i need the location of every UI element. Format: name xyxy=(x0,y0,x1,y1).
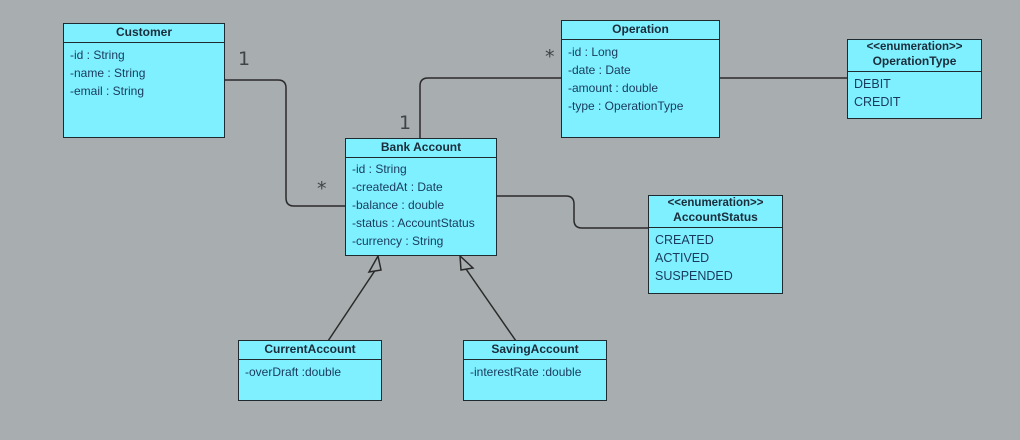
multiplicity-customer: 1 xyxy=(238,48,251,70)
attribute: -amount : double xyxy=(568,81,659,95)
class-operation-attributes: -id : Long -date : Date -amount : double… xyxy=(562,40,719,118)
class-operation-name: Operation xyxy=(562,21,719,40)
class-customer-name: Customer xyxy=(64,24,224,43)
enum-value: ACTIVED xyxy=(655,251,710,265)
attribute: -date : Date xyxy=(568,63,631,77)
enum-operationtype-header: <<enumeration>> OperationType xyxy=(848,40,981,72)
class-savingaccount-attributes: -interestRate :double xyxy=(464,360,606,384)
class-currentaccount-attributes: -overDraft :double xyxy=(239,360,381,384)
enum-value: SUSPENDED xyxy=(655,269,733,283)
class-currentaccount[interactable]: CurrentAccount -overDraft :double xyxy=(238,340,382,401)
attribute: -balance : double xyxy=(352,198,445,212)
enum-stereotype: <<enumeration>> xyxy=(866,41,963,53)
attribute: -overDraft :double xyxy=(245,365,342,379)
association-operation-bankaccount xyxy=(419,77,562,139)
enum-value: CREDIT xyxy=(854,95,901,109)
class-operation[interactable]: Operation -id : Long -date : Date -amoun… xyxy=(561,20,720,138)
attribute: -type : OperationType xyxy=(568,99,684,113)
attribute: -email : String xyxy=(70,84,145,98)
attribute: -name : String xyxy=(70,66,146,80)
enum-accountstatus-name: AccountStatus xyxy=(673,210,758,224)
enum-value: DEBIT xyxy=(854,77,891,91)
generalization-savingaccount-line xyxy=(465,268,517,342)
attribute: -interestRate :double xyxy=(470,365,582,379)
multiplicity-bankaccount-operation: 1 xyxy=(399,112,412,134)
class-bankaccount-name: Bank Account xyxy=(346,139,496,158)
enum-stereotype: <<enumeration>> xyxy=(667,197,764,209)
generalization-currentaccount-line xyxy=(327,268,377,342)
attribute: -createdAt : Date xyxy=(352,180,443,194)
generalization-arrowhead-current xyxy=(367,253,382,273)
enum-value: CREATED xyxy=(655,233,714,247)
class-customer[interactable]: Customer -id : String -name : String -em… xyxy=(63,23,225,138)
class-savingaccount-name: SavingAccount xyxy=(464,341,606,360)
multiplicity-bankaccount-customer: * xyxy=(317,178,327,200)
generalization-arrowhead-saving xyxy=(459,254,475,271)
association-customer-bankaccount xyxy=(224,79,346,207)
class-currentaccount-name: CurrentAccount xyxy=(239,341,381,360)
class-savingaccount[interactable]: SavingAccount -interestRate :double xyxy=(463,340,607,401)
attribute: -id : String xyxy=(352,162,407,176)
class-bankaccount-attributes: -id : String -createdAt : Date -balance … xyxy=(346,158,496,253)
attribute: -currency : String xyxy=(352,234,444,248)
enum-accountstatus-values: CREATED ACTIVED SUSPENDED xyxy=(649,228,782,288)
enum-operationtype-values: DEBIT CREDIT xyxy=(848,72,981,114)
attribute: -id : String xyxy=(70,48,125,62)
association-bankaccount-accountstatus xyxy=(496,195,648,229)
enum-operationtype-name: OperationType xyxy=(872,54,957,68)
enum-accountstatus-header: <<enumeration>> AccountStatus xyxy=(649,196,782,228)
attribute: -id : Long xyxy=(568,45,619,59)
class-customer-attributes: -id : String -name : String -email : Str… xyxy=(64,43,224,103)
enum-operationtype[interactable]: <<enumeration>> OperationType DEBIT CRED… xyxy=(847,39,982,119)
enum-accountstatus[interactable]: <<enumeration>> AccountStatus CREATED AC… xyxy=(648,195,783,294)
multiplicity-operation: * xyxy=(545,46,555,68)
attribute: -status : AccountStatus xyxy=(352,216,475,230)
class-bankaccount[interactable]: Bank Account -id : String -createdAt : D… xyxy=(345,138,497,256)
